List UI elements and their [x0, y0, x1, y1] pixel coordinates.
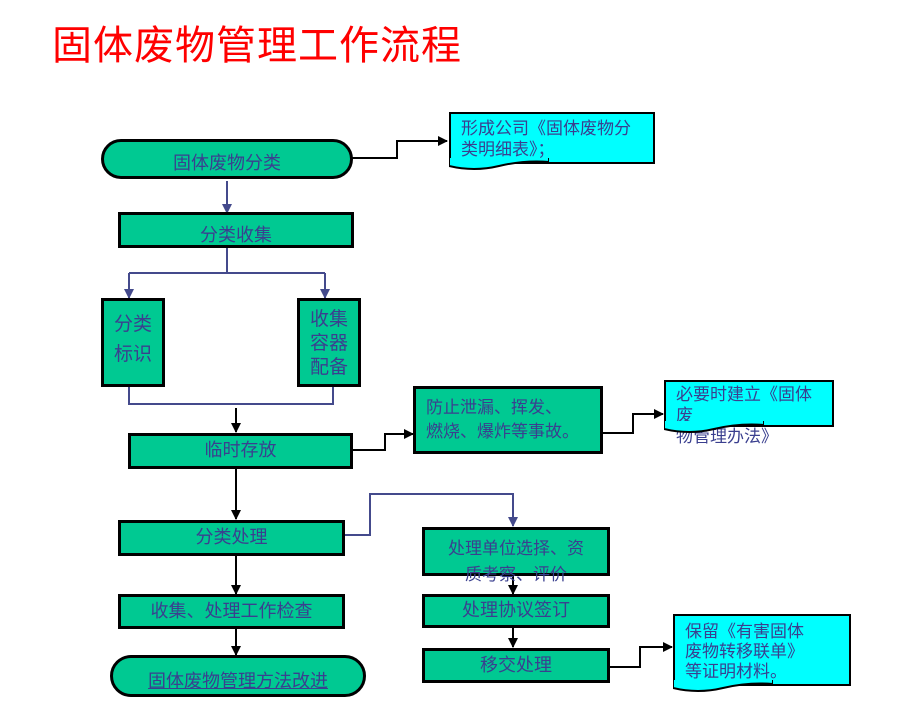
node-label-line-2: 标识 [113, 343, 152, 365]
node-prevent-line-1: 防止泄漏、挥发、 [426, 398, 562, 418]
connector-storage-to-prevent [352, 429, 414, 451]
node-agreement-label: 处理协议签订 [462, 600, 570, 621]
node-storage-label: 临时存放 [204, 440, 277, 461]
node-agreement: 处理协议签订 [422, 594, 610, 628]
note-inventory-line-1: 形成公司《固体废物分 [461, 119, 631, 139]
page-title: 固体废物管理工作流程 [52, 23, 462, 69]
node-container-line-2: 容器 [309, 331, 348, 354]
node-collect-label: 分类收集 [200, 225, 272, 246]
node-container: 收集 容器 配备 [297, 298, 361, 387]
node-classify: 固体废物分类 [101, 139, 353, 179]
note-rules-wave [664, 421, 764, 437]
connector-classify-to-inventory [352, 136, 448, 159]
node-process: 分类处理 [118, 520, 345, 556]
node-improve-label: 固体废物管理方法改进 [148, 671, 328, 692]
node-handover: 移交处理 [422, 648, 610, 683]
note-records: 保留《有害固体 废物转移联单》 等证明材料。 [673, 614, 851, 686]
node-select: 处理单位选择、资 质考察、评价 [422, 527, 610, 585]
node-storage: 临时存放 [128, 433, 353, 469]
node-improve: 固体废物管理方法改进 [110, 655, 366, 697]
node-prevent: 防止泄漏、挥发、 燃烧、爆炸等事故。 [413, 386, 603, 454]
node-collect: 分类收集 [118, 212, 354, 248]
node-classify-label: 固体废物分类 [173, 153, 281, 174]
node-inspect: 收集、处理工作检查 [118, 594, 345, 629]
node-select-line-2: 质考察、评价 [465, 565, 567, 585]
node-handover-label: 移交处理 [480, 654, 552, 676]
note-records-wave [673, 680, 773, 696]
note-records-line-1: 保留《有害固体 [685, 622, 804, 642]
note-records-line-2: 废物转移联单》 [685, 642, 804, 662]
connector-prevent-to-rules [601, 409, 664, 434]
node-label-line-1: 分类 [113, 313, 152, 335]
note-inventory-wave [449, 158, 549, 174]
note-inventory-line-2: 类明细表》； [461, 140, 555, 160]
node-container-line-1: 收集 [309, 307, 348, 330]
node-prevent-line-2: 燃烧、爆炸等事故。 [426, 422, 579, 442]
connector-handover-to-records [609, 642, 673, 668]
node-process-label: 分类处理 [195, 527, 268, 548]
node-inspect-label: 收集、处理工作检查 [150, 600, 313, 622]
note-records-line-3: 等证明材料。 [685, 662, 787, 682]
connector-collect-branch [129, 247, 325, 274]
note-rules: 必要时建立《固体废 物管理办法》 [664, 380, 834, 447]
note-inventory: 形成公司《固体废物分 类明细表》； [449, 112, 655, 164]
connector-merge [128, 386, 334, 405]
node-container-line-3: 配备 [309, 355, 348, 378]
node-select-line-1: 处理单位选择、资 [448, 539, 584, 559]
node-label: 分类 标识 [101, 298, 165, 387]
